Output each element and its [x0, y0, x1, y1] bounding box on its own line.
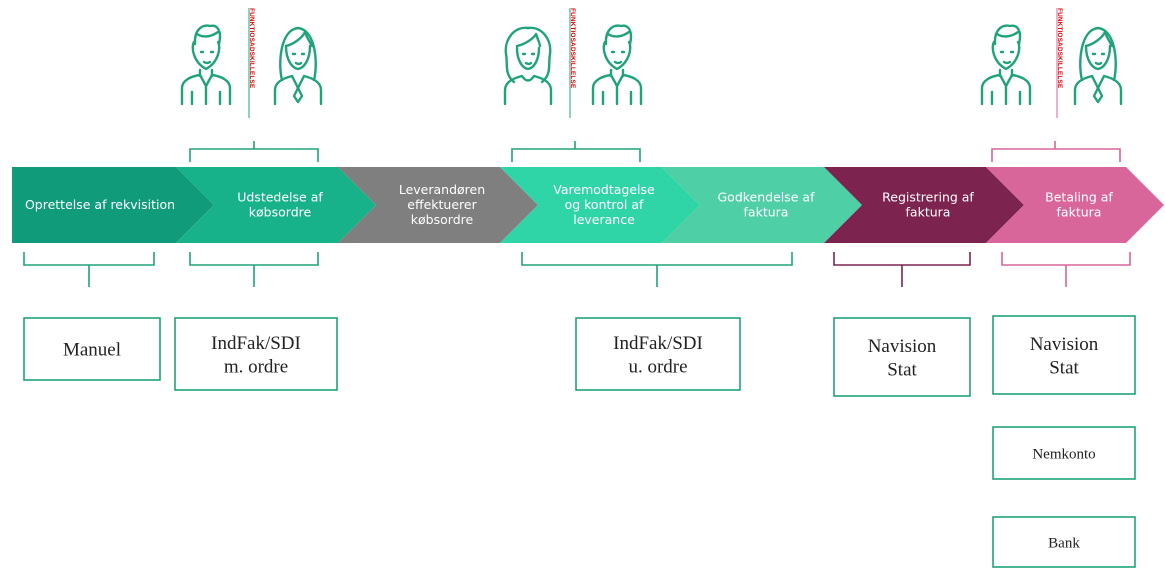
- system-box: [992, 315, 1136, 395]
- curly-woman-icon: [503, 26, 553, 106]
- step-chevron: [176, 167, 376, 243]
- segregation-label: FUNKTIOSADSKILLELSE: [569, 8, 576, 89]
- group-bracket: [189, 141, 319, 162]
- role-pair-purchase: FUNKTIOSADSKILLELSE: [180, 8, 323, 162]
- man-icon: [980, 24, 1032, 106]
- system-box: [575, 317, 741, 391]
- step-chevron: [662, 167, 862, 243]
- role-pair-receipt: FUNKTIOSADSKILLELSE: [503, 8, 643, 162]
- system-box: [833, 317, 971, 397]
- woman-icon: [273, 26, 323, 106]
- step-chevron: [986, 167, 1164, 243]
- man-icon: [591, 24, 643, 106]
- system-label: Bank: [1048, 535, 1080, 551]
- segregation-label: FUNKTIOSADSKILLELSE: [248, 8, 255, 89]
- woman-icon: [1073, 26, 1123, 106]
- bracket-invoice: [521, 252, 793, 287]
- man-icon: [180, 24, 232, 106]
- group-bracket: [511, 141, 641, 162]
- bracket-registration: [833, 252, 971, 287]
- system-box: [174, 317, 338, 391]
- bottom-brackets: [23, 252, 1131, 287]
- step-chevron: [500, 167, 700, 243]
- step-chevron: [338, 167, 538, 243]
- system-box: [23, 317, 161, 381]
- system-label: Nemkonto: [1032, 446, 1095, 462]
- system-box: [992, 426, 1136, 480]
- step-chevron: [12, 167, 214, 243]
- bracket-po: [189, 252, 319, 287]
- step-chevron: [824, 167, 1024, 243]
- step-label: Oprettelse af rekvisition: [25, 197, 175, 212]
- role-pair-payment: FUNKTIOSADSKILLELSE: [980, 8, 1123, 162]
- bracket-manual: [23, 252, 155, 287]
- bracket-payment: [1001, 252, 1131, 287]
- group-bracket: [991, 141, 1121, 162]
- system-box: [992, 516, 1136, 568]
- segregation-label: FUNKTIOSADSKILLELSE: [1056, 8, 1063, 89]
- system-label: Manuel: [63, 340, 121, 361]
